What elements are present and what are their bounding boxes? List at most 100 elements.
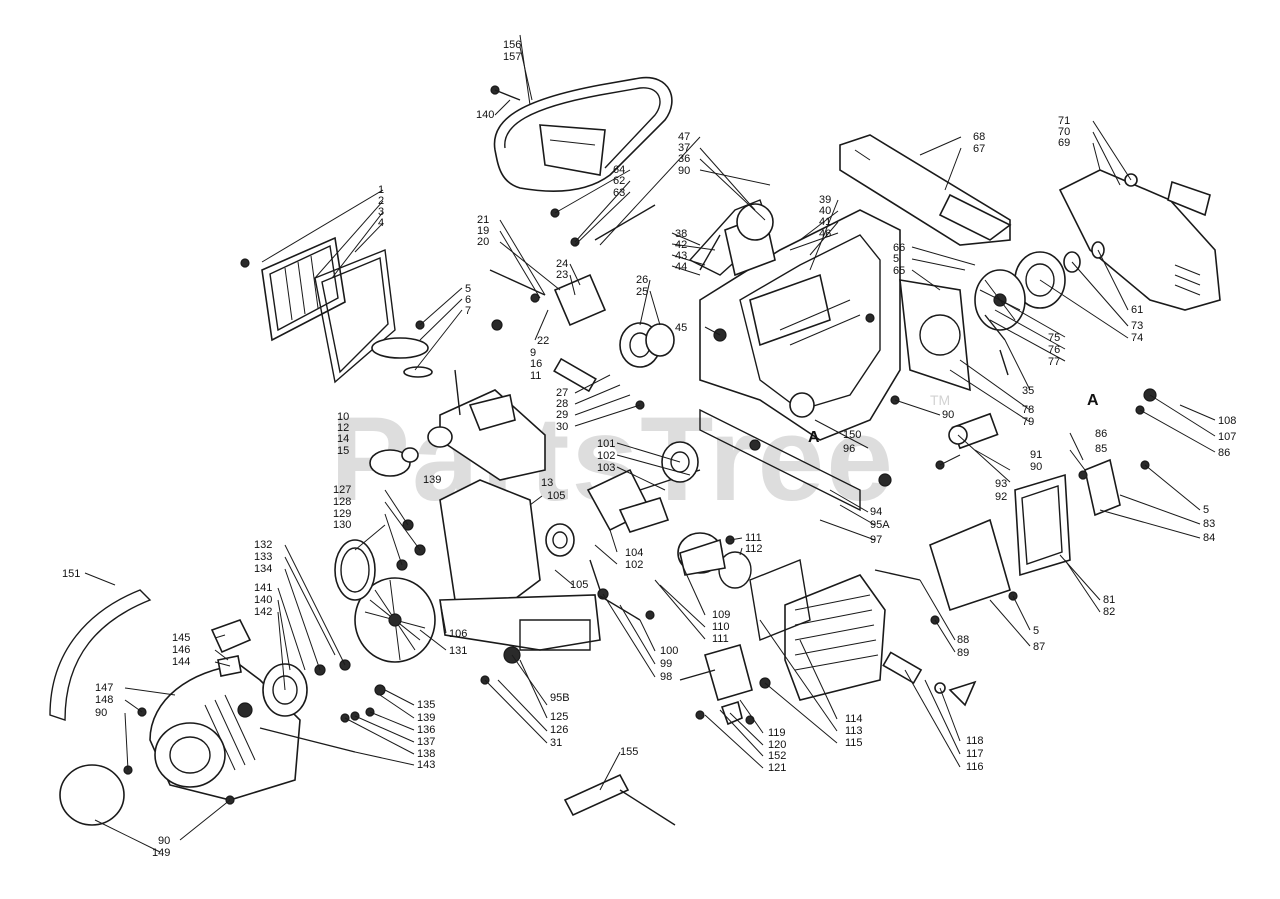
- callout-113: 113: [845, 725, 863, 737]
- callout-105-upper: 105: [547, 490, 565, 502]
- muffler: [929, 458, 1121, 612]
- callout-63: 63: [613, 187, 625, 199]
- air-filter-cover: [240, 236, 346, 342]
- callout-5-b: 5: [893, 253, 899, 265]
- callout-28: 28: [556, 398, 568, 410]
- callout-155: 155: [620, 746, 638, 758]
- callout-37: 37: [678, 142, 690, 154]
- callout-111-lower: 111: [712, 633, 729, 645]
- callout-5: 5: [465, 283, 471, 295]
- piston: [677, 532, 752, 589]
- callout-38: 38: [675, 228, 687, 240]
- air-filter-gasket: [314, 249, 396, 384]
- callout-10: 10: [337, 411, 349, 423]
- crankshaft: [545, 441, 701, 557]
- callout-26: 26: [636, 274, 648, 286]
- callout-15: 15: [337, 445, 349, 457]
- callout-81: 81: [1103, 594, 1115, 606]
- callout-139-lower: 139: [417, 712, 435, 724]
- callout-73: 73: [1131, 320, 1143, 332]
- callout-131: 131: [449, 645, 467, 657]
- callout-132: 132: [254, 539, 272, 551]
- callout-156: 156: [503, 39, 521, 51]
- callout-45: 45: [675, 322, 687, 334]
- callout-46: 46: [819, 228, 831, 240]
- callout-90-mid: 90: [942, 409, 954, 421]
- callout-42: 42: [675, 239, 687, 251]
- callout-147: 147: [95, 682, 113, 694]
- callout-77: 77: [1048, 356, 1060, 368]
- callout-86: 86: [1095, 428, 1107, 440]
- leader-lines: [84, 34, 1216, 853]
- callout-125: 125: [550, 711, 568, 723]
- callout-108: 108: [1218, 415, 1236, 427]
- callout-14: 14: [337, 433, 349, 445]
- callout-145: 145: [172, 632, 190, 644]
- callout-43: 43: [675, 250, 687, 262]
- callout-151: 151: [62, 568, 80, 580]
- callout-98: 98: [660, 671, 672, 683]
- callout-12: 12: [337, 422, 349, 434]
- callout-152: 152: [768, 750, 786, 762]
- flywheel: [354, 577, 436, 663]
- callout-150: 150: [843, 429, 861, 441]
- callout-67: 67: [973, 143, 985, 155]
- starter-housing: [149, 664, 301, 801]
- callout-119: 119: [768, 727, 786, 739]
- callout-29: 29: [556, 409, 568, 421]
- callout-105-lower: 105: [570, 579, 588, 591]
- callout-102-upper: 102: [597, 450, 615, 462]
- callout-100: 100: [660, 645, 678, 657]
- callout-127: 127: [333, 484, 351, 496]
- callout-64: 64: [613, 164, 625, 176]
- callout-68: 68: [973, 131, 985, 143]
- callout-66: 66: [893, 242, 905, 254]
- callout-61: 61: [1131, 304, 1143, 316]
- callout-27: 27: [556, 387, 568, 399]
- spark-plug: [882, 651, 977, 707]
- chain-guard: [490, 76, 673, 192]
- callout-111-upper: 111: [745, 532, 762, 544]
- crankcase: [439, 479, 601, 651]
- clutch-drum: [1014, 241, 1105, 309]
- carburetor: [553, 273, 675, 393]
- starter-pulley: [334, 539, 376, 601]
- callout-1: 1: [378, 184, 384, 196]
- side-plate: [899, 279, 971, 392]
- callout-128: 128: [333, 496, 351, 508]
- tank-cap: [59, 764, 125, 826]
- callout-labels: 1 2 3 4 5 6 7 156 157 140 47 37 36 90 64…: [62, 39, 1236, 859]
- callout-117: 117: [966, 748, 984, 760]
- callout-110: 110: [712, 621, 730, 633]
- callout-20: 20: [477, 236, 489, 248]
- callout-30: 30: [556, 421, 568, 433]
- callout-5-d: 5: [1033, 625, 1039, 637]
- callout-86-right: 86: [1218, 447, 1230, 459]
- callout-109: 109: [712, 609, 730, 621]
- callout-126: 126: [550, 724, 568, 736]
- callout-134: 134: [254, 563, 272, 575]
- callout-130: 130: [333, 519, 351, 531]
- callout-101: 101: [597, 438, 615, 450]
- callout-146: 146: [172, 644, 190, 656]
- filter-parts: [371, 320, 433, 378]
- callout-35: 35: [1022, 385, 1034, 397]
- callout-84: 84: [1203, 532, 1215, 544]
- callout-140-top: 140: [476, 109, 494, 121]
- callout-157: 157: [503, 51, 521, 63]
- callout-143: 143: [417, 759, 435, 771]
- callout-13: 13: [541, 477, 553, 489]
- callout-116: 116: [966, 761, 984, 773]
- callout-31: 31: [550, 737, 562, 749]
- callout-44: 44: [675, 261, 687, 273]
- callout-79: 79: [1022, 416, 1034, 428]
- callout-142: 142: [254, 606, 272, 618]
- callout-107: 107: [1218, 431, 1236, 443]
- callout-16: 16: [530, 358, 542, 370]
- callout-95b: 95B: [550, 692, 570, 704]
- callout-9: 9: [530, 347, 536, 359]
- cylinder: [749, 559, 886, 701]
- callout-90-left: 90: [95, 707, 107, 719]
- callout-78: 78: [1022, 404, 1034, 416]
- callout-82: 82: [1103, 606, 1115, 618]
